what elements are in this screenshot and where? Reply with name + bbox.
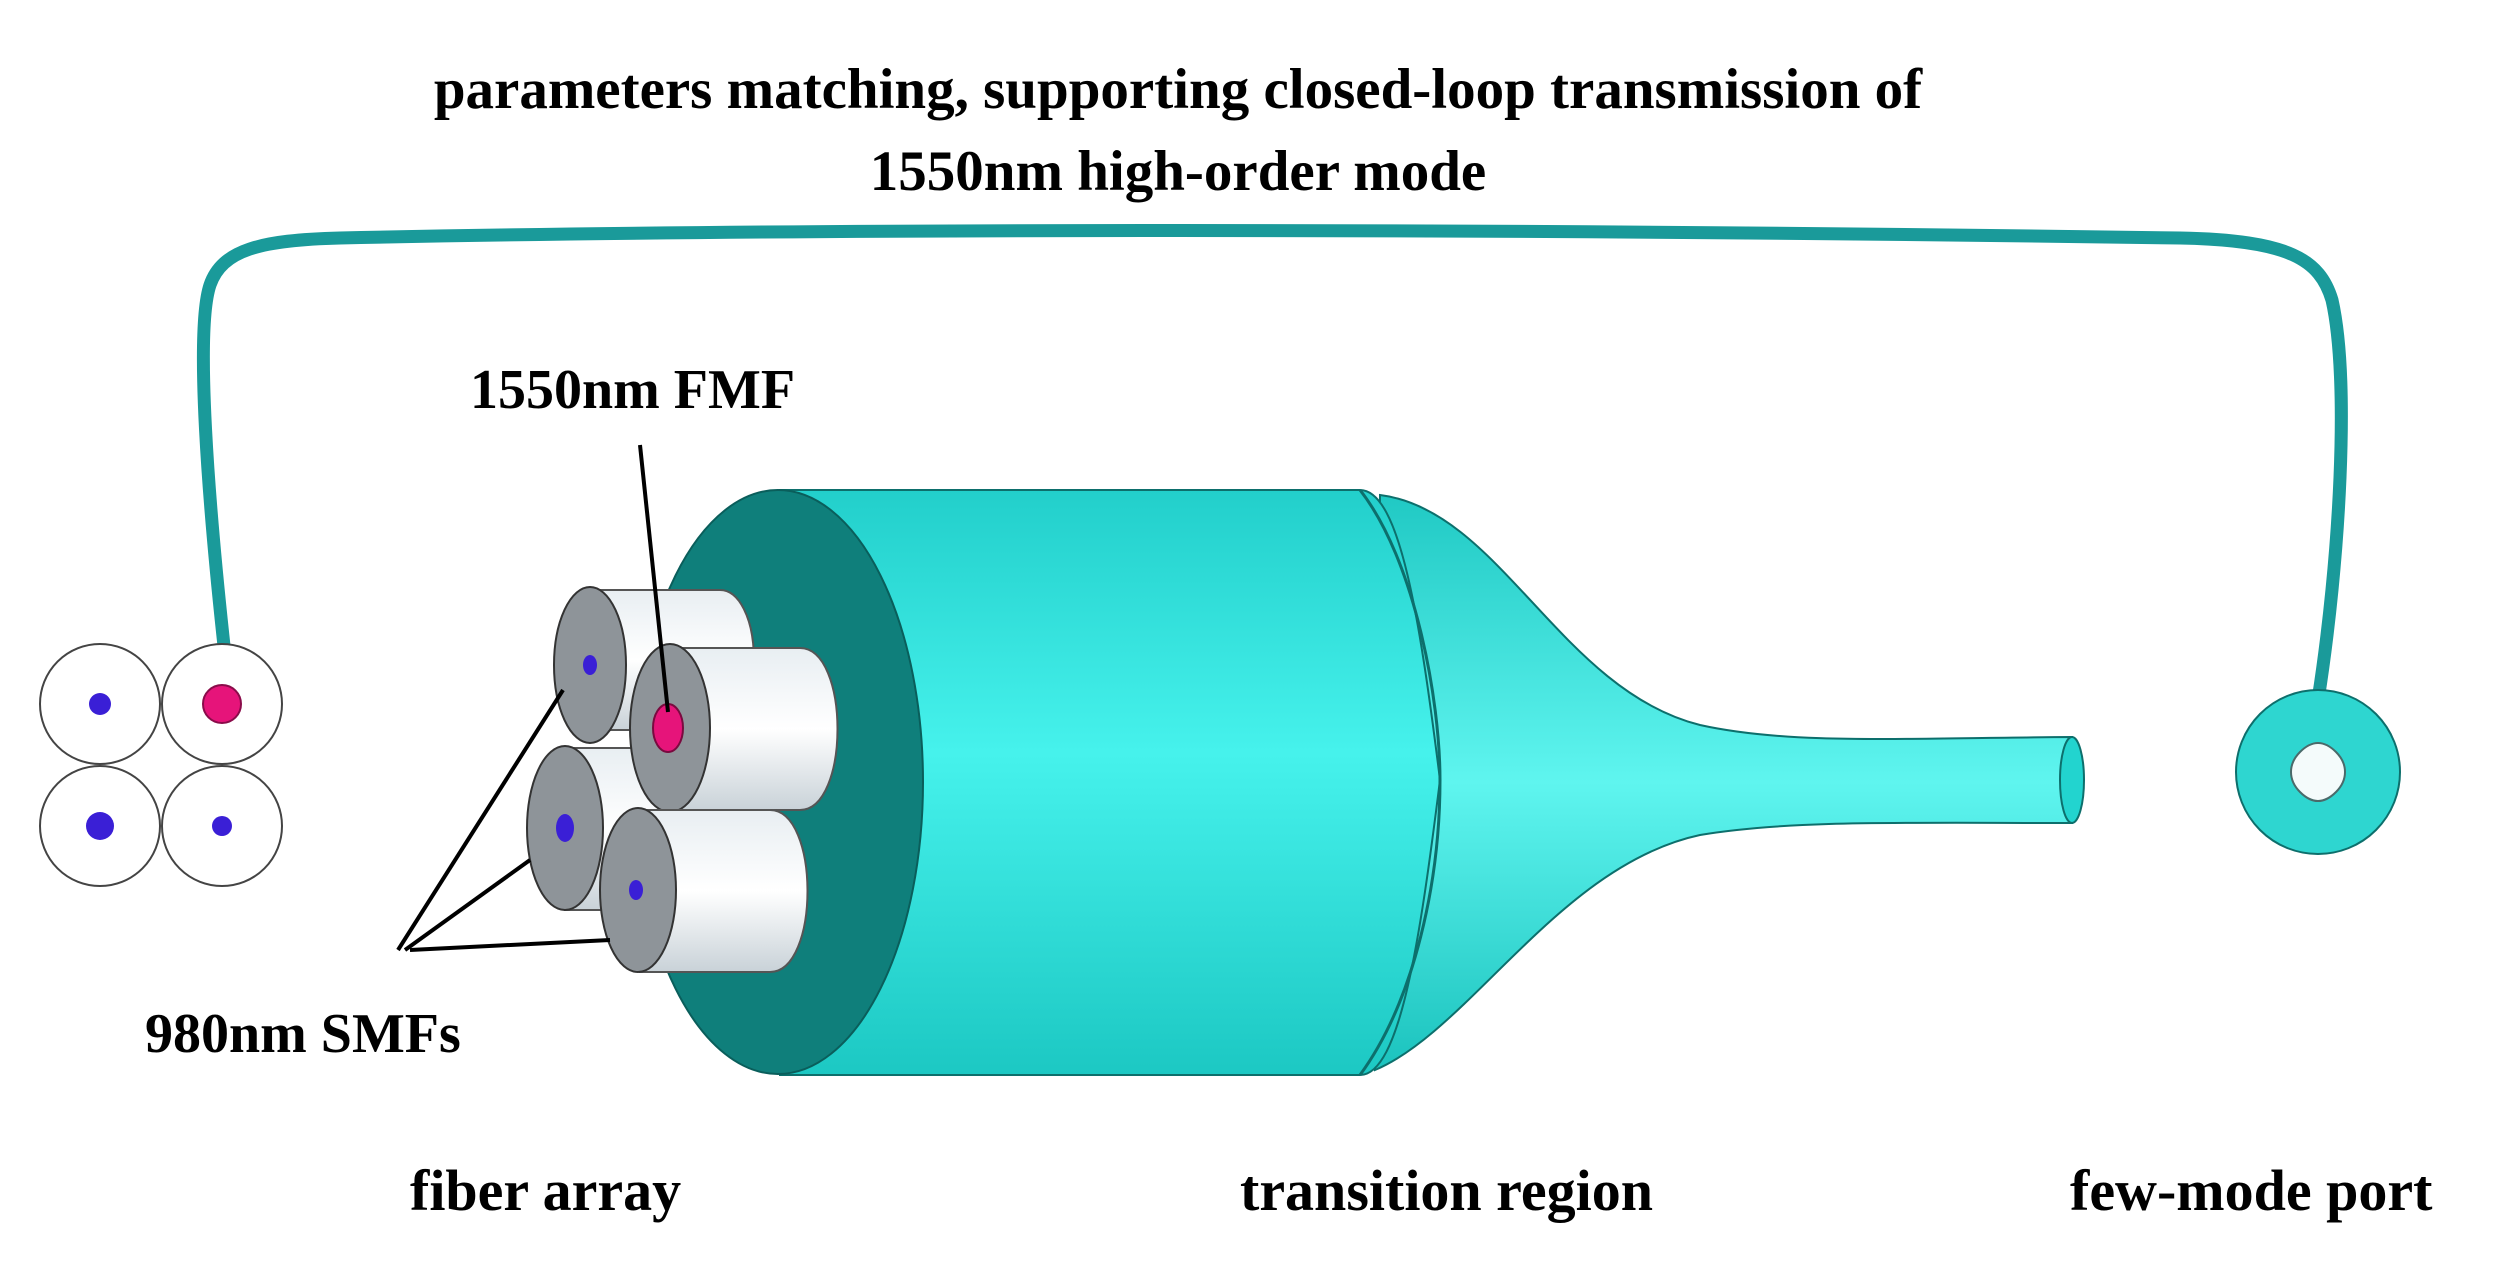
fiber-array-group [526, 586, 839, 973]
smf-core-dot [86, 812, 114, 840]
taper-end-face [2059, 736, 2085, 824]
fmf-pointer-line [638, 444, 670, 713]
label-fiber-array: fiber array [410, 1158, 681, 1223]
label-smfs: 980nm SMFs [145, 1003, 461, 1065]
title-line-2: 1550nm high-order mode [870, 140, 1486, 203]
few-mode-core [2290, 742, 2346, 802]
body-seam-line [1358, 489, 1442, 1076]
label-transition-region: transition region [1240, 1158, 1653, 1223]
smf-core [556, 814, 574, 842]
smf-core [583, 655, 597, 675]
smf-core-dot [212, 816, 232, 836]
smf-pointer-lines [396, 688, 611, 952]
fiber-cross-section [39, 643, 283, 887]
taper-section [1373, 493, 2073, 1072]
label-few-mode-port: few-mode port [2070, 1158, 2433, 1223]
fmf-core-dot [202, 684, 242, 724]
label-fmf: 1550nm FMF [470, 359, 795, 421]
closed-loop-fiber [196, 224, 2348, 707]
title-line-1: parameters matching, supporting closed-l… [434, 58, 1923, 121]
smf-core [629, 880, 643, 900]
smf-core-dot [89, 693, 111, 715]
